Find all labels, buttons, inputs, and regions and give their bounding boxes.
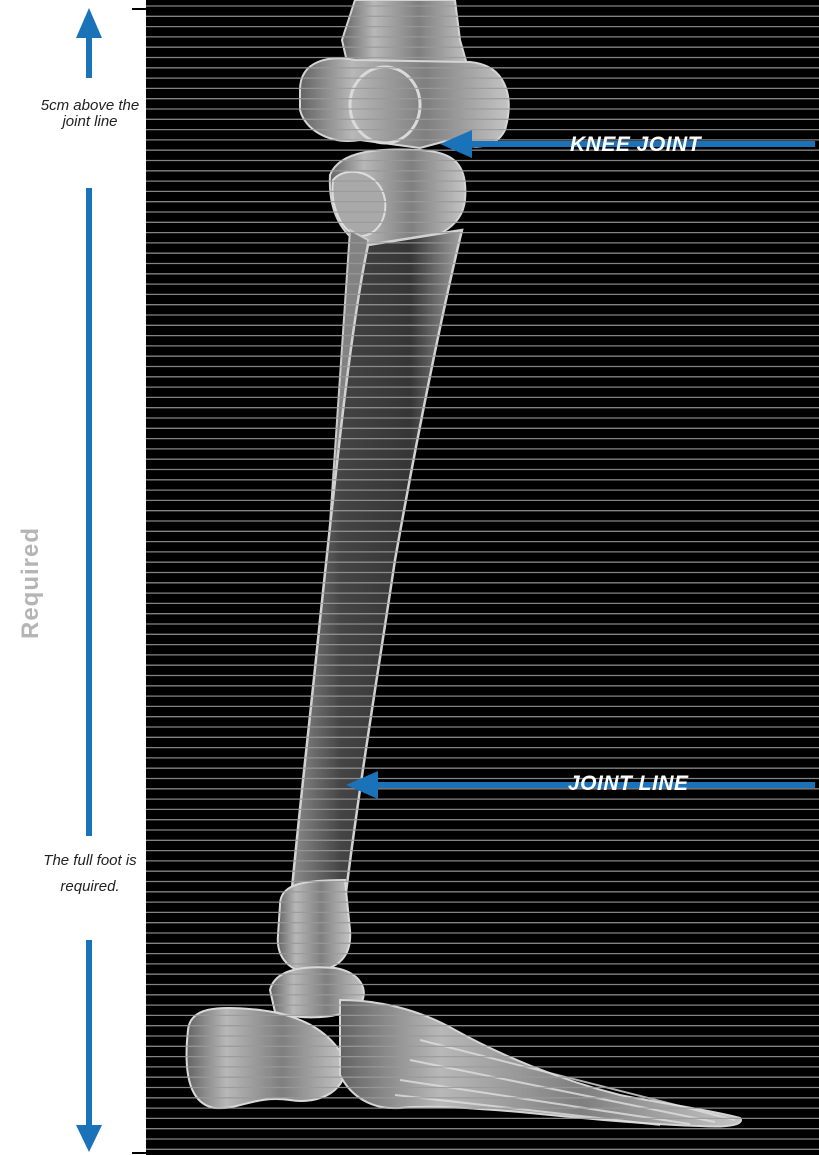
knee-joint-label: KNEE JOINT <box>570 133 701 157</box>
bottom-note: The full foot is required. <box>40 848 140 900</box>
xray-panel <box>146 0 819 1155</box>
top-arrowhead <box>76 8 102 38</box>
bottom-arrowhead <box>76 1125 102 1152</box>
ankle-joint-label: JOINT LINE <box>568 772 689 796</box>
distal-tibia <box>278 880 350 972</box>
top-note: 5cm above the joint line <box>40 98 140 130</box>
dimension-arrows <box>76 8 102 1152</box>
required-side-label: Required <box>17 527 45 639</box>
